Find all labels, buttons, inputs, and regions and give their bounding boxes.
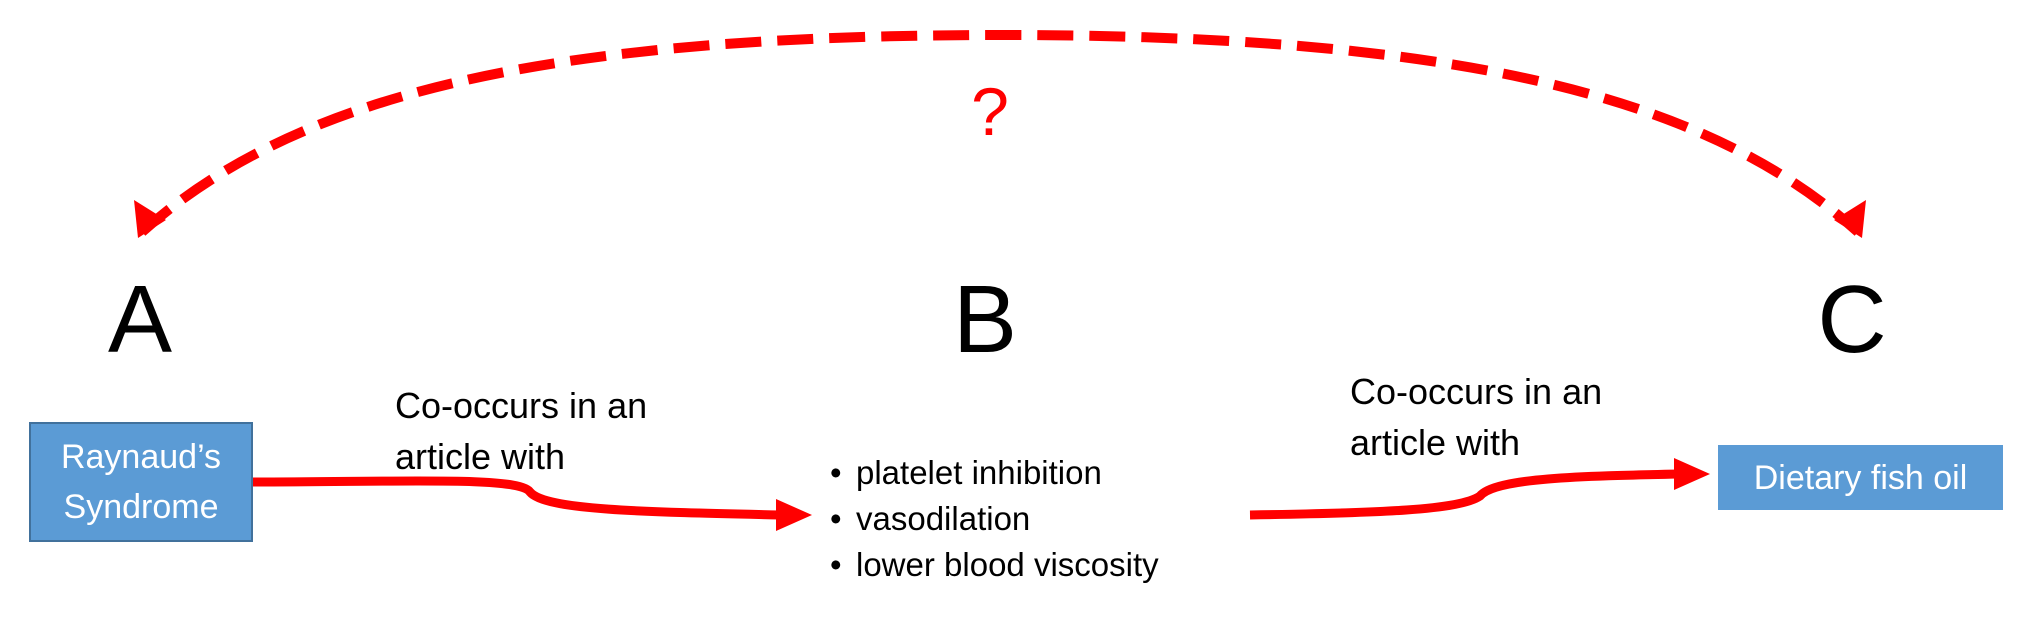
b-concept-list: platelet inhibition vasodilation lower b… bbox=[830, 450, 1159, 588]
hypothesis-arc bbox=[138, 29, 1862, 236]
b-concept-item: lower blood viscosity bbox=[830, 542, 1159, 588]
term-box-raynauds-syndrome: Raynaud’s Syndrome bbox=[29, 422, 253, 542]
edge-label-b-to-c: Co-occurs in an article with bbox=[1350, 366, 1602, 468]
arrowhead-b-to-c bbox=[1674, 458, 1710, 490]
edge-label-a-to-b: Co-occurs in an article with bbox=[395, 380, 647, 482]
hypothesis-arrowhead-a bbox=[134, 200, 166, 238]
term-c-line-1: Dietary fish oil bbox=[1753, 458, 1968, 497]
edge-label-a-to-b-line-2: article with bbox=[395, 436, 566, 477]
node-letter-b: B bbox=[952, 266, 1018, 373]
arrowhead-a-to-b bbox=[776, 499, 812, 531]
term-a-line-1: Raynaud’s bbox=[60, 438, 222, 476]
arrow-a-to-b bbox=[252, 476, 783, 520]
b-concept-item: vasodilation bbox=[830, 496, 1159, 542]
term-box-dietary-fish-oil: Dietary fish oil bbox=[1718, 445, 2003, 510]
arrow-b-to-c bbox=[1249, 469, 1681, 520]
node-letter-c: C bbox=[1817, 266, 1887, 373]
term-a-line-2: Syndrome bbox=[63, 488, 219, 526]
node-letter-a: A bbox=[107, 266, 173, 373]
edge-label-b-to-c-line-1: Co-occurs in an bbox=[1350, 371, 1603, 412]
hypothesis-arrowhead-c bbox=[1834, 200, 1866, 238]
hypothesis-question-mark: ? bbox=[971, 74, 1009, 150]
b-concept-item: platelet inhibition bbox=[830, 450, 1159, 496]
edge-label-a-to-b-line-1: Co-occurs in an bbox=[395, 385, 648, 426]
edge-label-b-to-c-line-2: article with bbox=[1350, 422, 1521, 463]
